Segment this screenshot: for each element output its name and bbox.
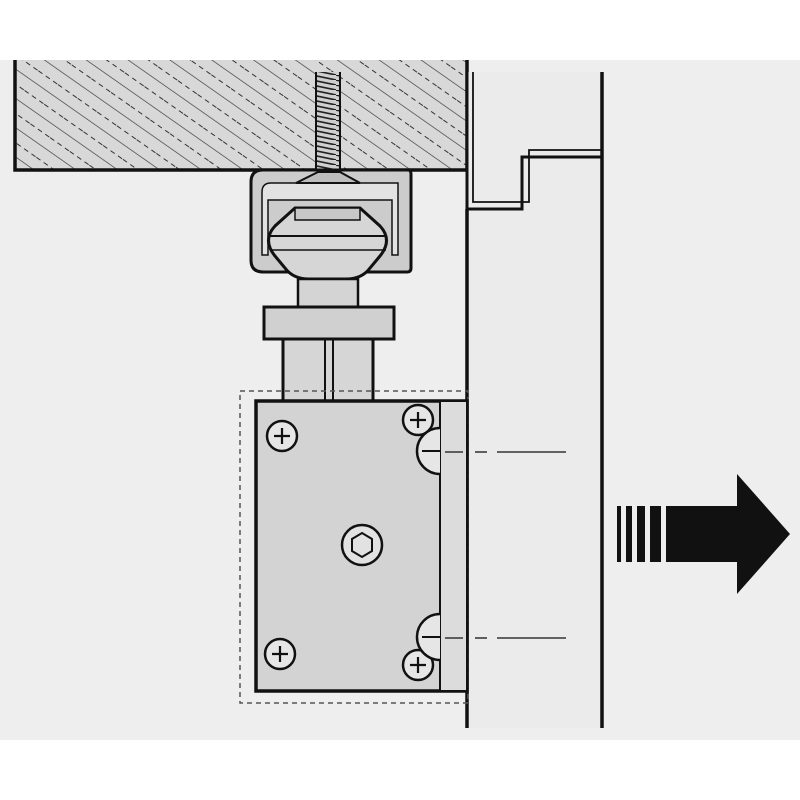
hex-socket-icon <box>340 523 384 567</box>
ceiling-slab <box>13 60 469 172</box>
roller-wheel <box>267 206 388 281</box>
threaded-rod <box>315 72 341 180</box>
phillips-screw-icon <box>401 648 435 682</box>
sliding-door-panel <box>465 72 604 728</box>
side-screw-icon <box>415 612 441 662</box>
side-screw-icon <box>415 426 441 476</box>
phillips-screw-icon <box>263 637 297 671</box>
door-bracket <box>239 390 469 704</box>
phillips-screw-icon <box>401 403 435 437</box>
phillips-screw-icon <box>265 419 299 453</box>
direction-arrow-icon <box>617 474 790 594</box>
screw-axis-lines <box>445 451 566 639</box>
